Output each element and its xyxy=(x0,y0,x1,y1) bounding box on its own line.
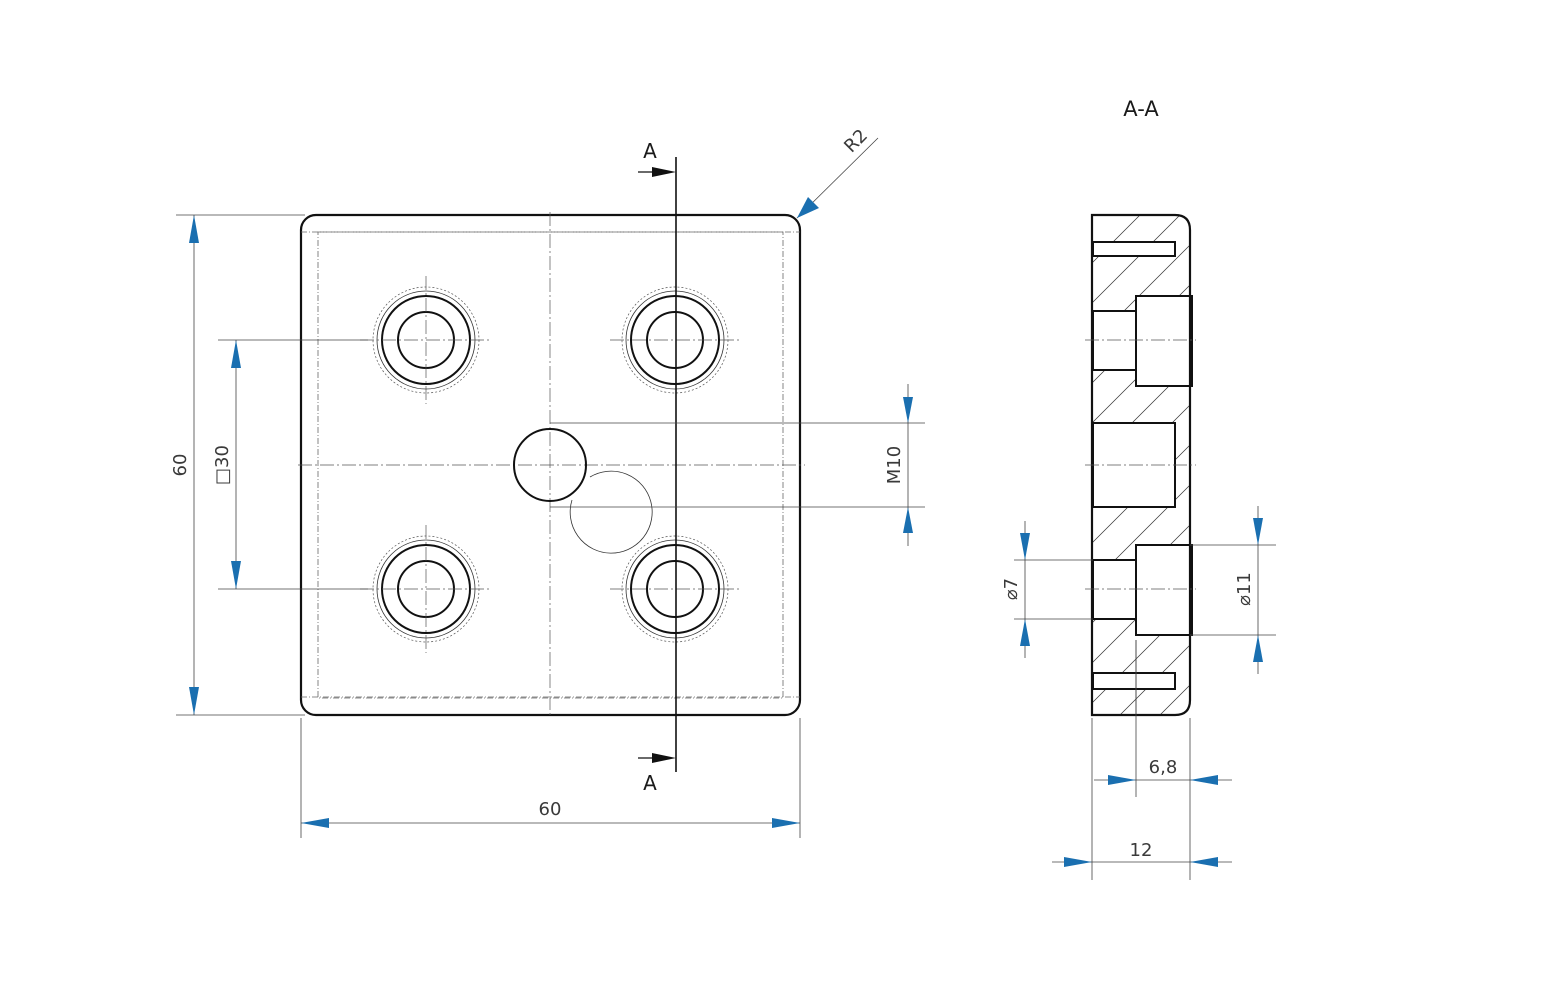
bore-small-dimension: ⌀7 xyxy=(1001,578,1022,600)
width-dimension: 60 xyxy=(539,799,562,820)
hole-spacing-dimension-line xyxy=(218,339,368,590)
section-view: ⌀7 ⌀11 6,8 12 xyxy=(1001,213,1276,880)
hole-top-left xyxy=(360,276,492,404)
radius-callout xyxy=(796,137,879,219)
section-line xyxy=(638,157,677,772)
counterbore-depth-dimension-line xyxy=(1091,640,1232,880)
section-outline xyxy=(1090,213,1192,717)
hole-bottom-left xyxy=(360,525,492,653)
radius-dimension: R2 xyxy=(840,125,872,157)
thickness-dimension: 12 xyxy=(1130,840,1153,861)
bore-small-dimension-line xyxy=(1014,521,1093,658)
thickness-dimension-line xyxy=(1052,857,1232,867)
counterbore-depth-dimension: 6,8 xyxy=(1149,757,1178,778)
hole-spacing-dimension: □30 xyxy=(212,445,233,485)
hole-top-right xyxy=(610,286,740,394)
cut-label-top: A xyxy=(643,139,657,163)
front-view: A A R2 60 □30 xyxy=(170,125,925,838)
cut-label-bottom: A xyxy=(643,771,657,795)
height-dimension: 60 xyxy=(170,454,191,477)
bore-large-dimension-line xyxy=(1190,506,1276,674)
thread-dimension: M10 xyxy=(884,446,905,484)
thread-dimension-line xyxy=(550,384,925,546)
bore-large-dimension: ⌀11 xyxy=(1234,572,1255,606)
width-dimension-line xyxy=(300,718,801,838)
section-cavities xyxy=(1092,241,1193,715)
section-title: A-A xyxy=(1123,97,1159,121)
height-dimension-line xyxy=(176,214,305,716)
threaded-hole xyxy=(513,428,653,554)
hole-bottom-right xyxy=(610,535,740,643)
